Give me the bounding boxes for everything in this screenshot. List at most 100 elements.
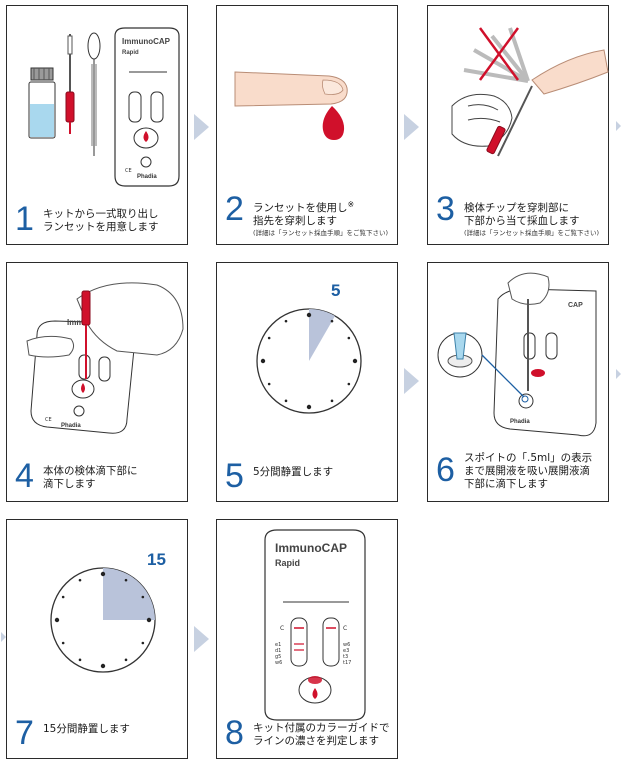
- elapsed-time-sector: [103, 568, 155, 620]
- clock-tick: [306, 404, 312, 410]
- clock-tick: [306, 312, 312, 318]
- test-device-icon: ImmunoCAP Rapid CE Phadia: [114, 27, 180, 187]
- step-2-panel: 2 ランセットを使用し※ 指先を穿刺します (詳細は「ランセット採血手順」をご覧…: [216, 5, 398, 245]
- allergen-label: t17: [343, 660, 351, 666]
- control-label: C: [280, 625, 284, 632]
- clock-tick: [146, 617, 152, 623]
- next-step-arrow: [404, 368, 419, 394]
- clock-tick: [284, 399, 288, 403]
- timer-5min-illustration: [256, 308, 362, 414]
- step-8-panel: ImmunoCAP Rapid C C e1 d1 g5 w6 w6 e3 t3…: [216, 519, 398, 759]
- reagent-vial-icon: [28, 67, 56, 139]
- step-number: 5: [225, 457, 244, 495]
- blood-drop-icon: [322, 106, 345, 140]
- clock-tick: [78, 578, 82, 582]
- step-text-line: 下部から当て採血します: [464, 215, 580, 227]
- clock-tick: [61, 595, 65, 599]
- clock-tick: [78, 658, 82, 662]
- step-instruction: 15分間静置します: [43, 723, 183, 736]
- step-text-line: 検体チップを穿刺部に: [464, 202, 569, 214]
- pipette-icon: [87, 32, 101, 156]
- apply-sample-illustration: ImmunoCAP CE Phadia: [26, 282, 184, 434]
- step-instruction: キットから一式取り出し ランセットを用意します: [43, 208, 183, 234]
- sample-chip-icon: [486, 85, 533, 157]
- clock-tick: [61, 641, 65, 645]
- hand-icon: [451, 93, 513, 147]
- clock-tick: [124, 578, 128, 582]
- step-instruction: キット付属のカラーガイドで ラインの濃さを判定します: [253, 722, 393, 748]
- svg-text:Phadia: Phadia: [137, 174, 157, 180]
- allergen-label: w6: [275, 660, 282, 666]
- clock-tick: [330, 319, 334, 323]
- kit-contents-illustration: ImmunoCAP Rapid CE Phadia: [28, 27, 180, 187]
- step-6-panel: CAP Phadia 6 スポイトの「.5ml」の表示 まで展開液を吸い展開液滴…: [427, 262, 609, 502]
- allergen-label: g5: [275, 654, 281, 660]
- step-5-panel: 5 5 5分間静置します: [216, 262, 398, 502]
- step-4-panel: ImmunoCAP CE Phadia 4 本体の検体滴下部に 滴下します: [6, 262, 188, 502]
- clock-ticks: [260, 312, 358, 410]
- clock-tick: [347, 382, 351, 386]
- timer-label: 5: [331, 281, 341, 300]
- step-text-line: 下部に滴下します: [464, 478, 548, 490]
- step-text-line: 滴下します: [43, 478, 96, 490]
- step-number: 4: [15, 457, 34, 495]
- step-3-panel: 3 検体チップを穿刺部に 下部から当て採血します (詳細は「ランセット採血手順」…: [427, 5, 609, 245]
- svg-text:CE: CE: [125, 168, 132, 174]
- svg-text:Rapid: Rapid: [122, 50, 139, 56]
- step-text-line: キット付属のカラーガイドで: [253, 722, 390, 734]
- finger-icon: [234, 71, 348, 107]
- timer-label: 15: [147, 550, 166, 569]
- prohibited-x-icon: [478, 27, 520, 81]
- clock-tick: [260, 358, 266, 364]
- clock-tick: [100, 571, 106, 577]
- read-result-illustration: ImmunoCAP Rapid C C e1 d1 g5 w6 w6 e3 t3…: [264, 529, 366, 721]
- device-model: Rapid: [275, 558, 300, 568]
- continue-arrow: [616, 369, 621, 379]
- sample-chip-icon: [65, 34, 75, 134]
- footnote-mark: ※: [347, 200, 355, 209]
- step-text-line: 5分間静置します: [253, 466, 334, 478]
- clock-tick: [54, 617, 60, 623]
- clock-tick: [267, 382, 271, 386]
- step-1-panel: ImmunoCAP Rapid CE Phadia 1 キットから一式取り出し …: [6, 5, 188, 245]
- next-step-arrow: [194, 114, 209, 140]
- step-number: 6: [436, 451, 455, 489]
- test-device-icon: ImmunoCAP Rapid C C e1 d1 g5 w6 w6 e3 t3…: [264, 529, 366, 721]
- clock-tick: [347, 336, 351, 340]
- dropper-hand-icon: [507, 272, 550, 391]
- clock-tick: [284, 319, 288, 323]
- step-text-line: スポイトの「.5ml」の表示: [464, 452, 593, 464]
- step-7-panel: 15 7 15分間静置します: [6, 519, 188, 759]
- svg-text:Phadia: Phadia: [510, 419, 530, 425]
- step-instruction: 5分間静置します: [253, 466, 393, 479]
- control-label: C: [343, 625, 347, 632]
- step-text-line: ランセットを用意します: [43, 221, 159, 233]
- clock-tick: [330, 399, 334, 403]
- hand-icon: [26, 282, 184, 358]
- next-step-arrow: [404, 114, 419, 140]
- sample-chip-icon: [81, 290, 91, 379]
- step-number: 1: [15, 200, 34, 238]
- test-device-icon: CAP Phadia: [493, 288, 597, 437]
- step-instruction: 検体チップを穿刺部に 下部から当て採血します (詳細は「ランセット採血手順」をご…: [464, 202, 604, 238]
- step-text-line: 本体の検体滴下部に: [43, 465, 138, 477]
- clock-tick: [124, 658, 128, 662]
- finger-icon: [531, 49, 609, 95]
- allergen-label: e3: [343, 648, 349, 654]
- step-text-line: まで展開液を吸い展開液滴: [464, 465, 590, 477]
- allergen-label: t3: [343, 654, 348, 660]
- device-brand: ImmunoCAP: [275, 541, 347, 555]
- finger-puncture-illustration: [234, 71, 348, 140]
- clock-tick: [267, 336, 271, 340]
- apply-buffer-illustration: CAP Phadia: [437, 272, 597, 437]
- magnified-view-icon: [437, 332, 529, 403]
- continue-arrow: [1, 632, 6, 642]
- svg-text:ImmunoCAP: ImmunoCAP: [122, 37, 171, 46]
- step-text-line: 指先を穿刺します: [253, 215, 337, 227]
- allergen-label: d1: [275, 648, 281, 654]
- allergen-label: e1: [275, 642, 281, 648]
- continue-arrow: [616, 121, 621, 131]
- elapsed-time-sector: [309, 309, 335, 361]
- step-instruction: スポイトの「.5ml」の表示 まで展開液を吸い展開液滴 下部に滴下します: [464, 452, 604, 491]
- timer-15min-illustration: [50, 567, 156, 673]
